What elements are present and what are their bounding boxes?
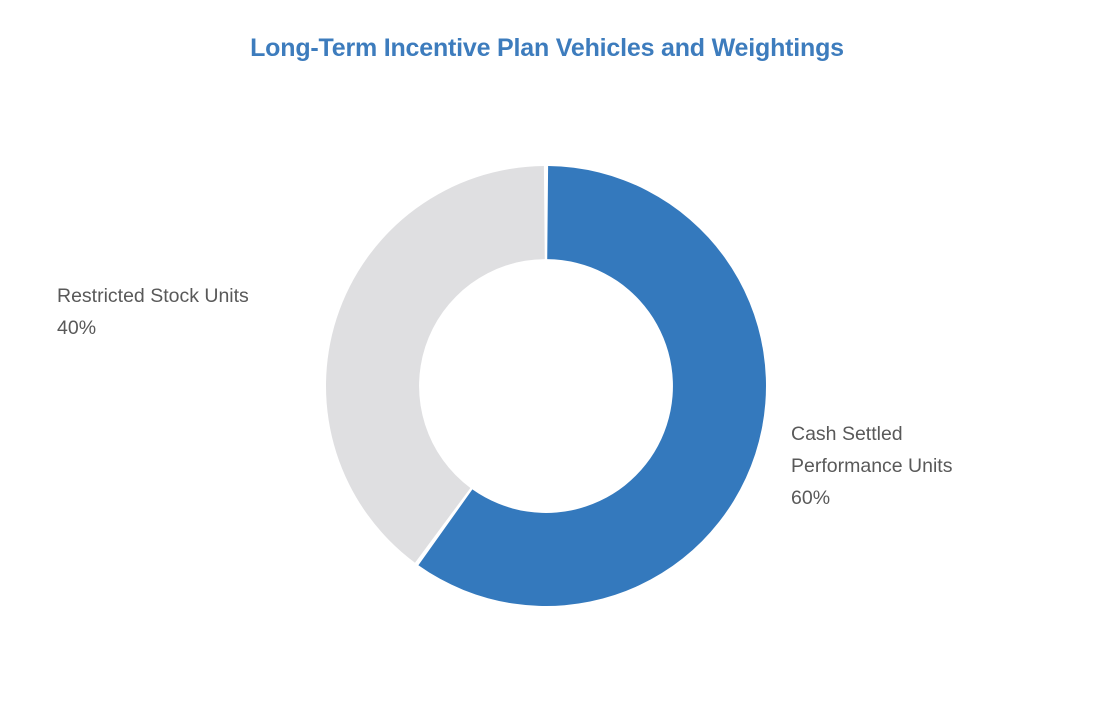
donut-chart bbox=[326, 166, 766, 606]
data-label-cash-settled-performance-units: Cash Settled Performance Units 60% bbox=[791, 418, 952, 514]
data-label-restricted-stock-units-value: 40% bbox=[57, 317, 97, 339]
data-label-restricted-stock-units-name: Restricted Stock Units bbox=[57, 285, 249, 307]
data-label-cash-settled-performance-units-name-line2: Performance Units bbox=[791, 455, 953, 477]
data-label-cash-settled-performance-units-name-line1: Cash Settled bbox=[791, 423, 903, 445]
data-label-restricted-stock-units: Restricted Stock Units 40% bbox=[57, 280, 249, 344]
chart-title: Long-Term Incentive Plan Vehicles and We… bbox=[250, 34, 844, 62]
data-label-cash-settled-performance-units-value: 60% bbox=[791, 487, 831, 509]
donut-slice-restricted-stock-units[interactable] bbox=[326, 166, 545, 563]
donut-slice-cash-settled-performance-units[interactable] bbox=[418, 166, 766, 606]
donut-chart-svg bbox=[326, 166, 766, 606]
